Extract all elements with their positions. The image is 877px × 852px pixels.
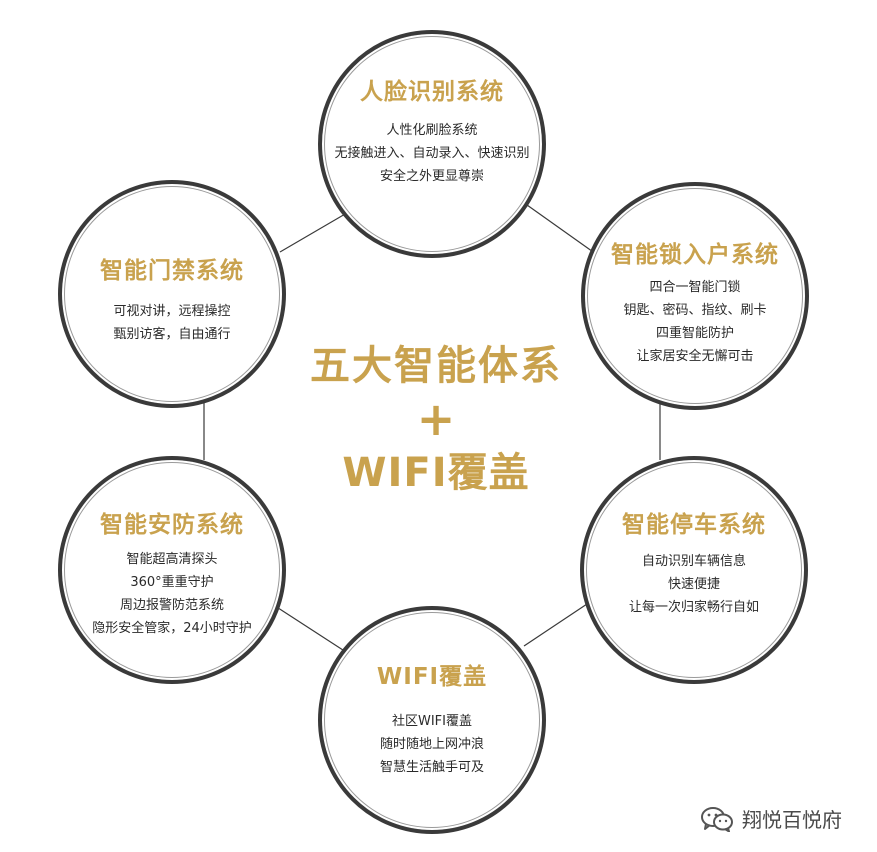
node-line: 随时随地上网冲浪 — [379, 736, 484, 752]
node-line: 让每一次归家畅行自如 — [628, 599, 759, 615]
node-smart-parking: 智能停车系统 自动识别车辆信息 快速便捷 让每一次归家畅行自如 — [580, 456, 808, 684]
node-line: 智能超高清探头 — [126, 551, 218, 567]
node-title: WIFI覆盖 — [376, 664, 488, 690]
connector-access-face — [279, 209, 353, 253]
node-face-recognition: 人脸识别系统 人性化刷脸系统 无接触进入、自动录入、快速识别 安全之外更显尊崇 — [318, 30, 546, 258]
node-line: 无接触进入、自动录入、快速识别 — [334, 145, 530, 161]
node-line: 自动识别车辆信息 — [641, 553, 746, 569]
node-line: 四重智能防护 — [655, 325, 734, 341]
center-plus-sign: + — [416, 392, 456, 446]
node-smart-lock: 智能锁入户系统 四合一智能门锁 钥匙、密码、指纹、刷卡 四重智能防护 让家居安全… — [581, 182, 809, 410]
center-heading: 五大智能体系 + WIFI覆盖 — [286, 340, 586, 500]
node-line: 周边报警防范系统 — [119, 597, 224, 613]
node-line: 安全之外更显尊崇 — [379, 168, 484, 184]
node-title: 智能锁入户系统 — [611, 242, 779, 268]
connector-face-lock — [519, 199, 597, 255]
node-line: 钥匙、密码、指纹、刷卡 — [623, 302, 767, 318]
node-smart-access: 智能门禁系统 可视对讲，远程操控 甄别访客，自由通行 — [58, 180, 286, 408]
center-title: 五大智能体系 — [310, 343, 562, 389]
node-title: 智能停车系统 — [622, 512, 766, 538]
watermark-text: 翔悦百悦府 — [742, 808, 842, 832]
node-line: 360°重重守护 — [130, 574, 214, 590]
node-line: 智慧生活触手可及 — [379, 759, 484, 775]
center-subtitle: WIFI覆盖 — [342, 450, 530, 496]
connector-wifi-security — [271, 603, 347, 653]
node-title: 智能门禁系统 — [100, 258, 244, 284]
wechat-icon — [701, 806, 733, 832]
node-line: 快速便捷 — [667, 576, 720, 592]
node-line: 四合一智能门锁 — [649, 279, 741, 295]
node-title: 智能安防系统 — [100, 512, 244, 538]
node-line: 社区WIFI覆盖 — [391, 713, 472, 729]
node-line: 可视对讲，远程操控 — [113, 303, 231, 319]
connector-parking-wifi — [523, 597, 597, 647]
watermark: 翔悦百悦府 — [700, 804, 842, 833]
node-smart-security: 智能安防系统 智能超高清探头 360°重重守护 周边报警防范系统 隐形安全管家，… — [58, 456, 286, 684]
node-wifi-coverage: WIFI覆盖 社区WIFI覆盖 随时随地上网冲浪 智慧生活触手可及 — [318, 606, 546, 834]
node-line: 让家居安全无懈可击 — [636, 348, 754, 364]
node-line: 人性化刷脸系统 — [386, 122, 478, 138]
node-title: 人脸识别系统 — [360, 79, 504, 105]
node-line: 隐形安全管家，24小时守护 — [92, 620, 252, 636]
node-line: 甄别访客，自由通行 — [113, 326, 231, 342]
